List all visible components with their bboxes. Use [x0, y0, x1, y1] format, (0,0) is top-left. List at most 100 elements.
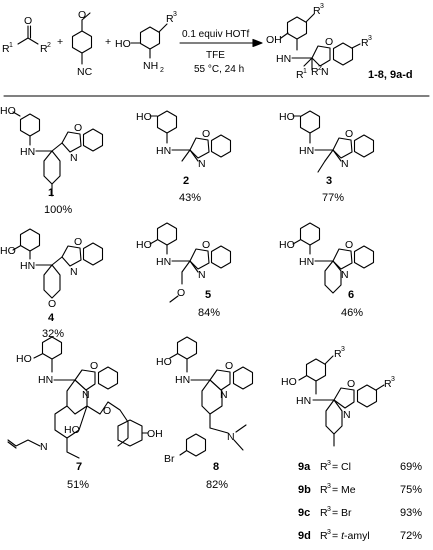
atom-label: O	[225, 360, 233, 372]
superscript: 3	[327, 506, 331, 513]
atom-label: HO	[279, 239, 295, 251]
atom-label: HN	[175, 374, 190, 386]
atom-label: R	[296, 69, 304, 81]
atom-label: O	[74, 236, 82, 248]
atom-label: R	[313, 5, 321, 17]
r-group-symbol: R	[320, 507, 328, 519]
compound-yield: 69%	[400, 461, 422, 473]
atom-label: HO	[0, 105, 16, 117]
atom-label: HN	[156, 145, 171, 157]
atom-label: N	[40, 441, 48, 453]
condition-temperature: 55 °C, 24 h	[194, 64, 244, 75]
reactant-aminophenol: HO NH 2 R 3	[115, 11, 177, 74]
atom-label: R	[311, 66, 319, 78]
atom-label: N	[70, 152, 78, 164]
table-row: 9c R 3 = Br 93%	[298, 506, 422, 519]
atom-label: O	[48, 298, 56, 310]
atom-label: N	[198, 158, 206, 170]
compound-7: HO HN O N O OH HO N 7 51%	[7, 336, 163, 491]
compound-label: 2	[183, 175, 189, 187]
superscript: 3	[320, 3, 324, 10]
atom-label: OH	[266, 34, 282, 46]
r-group-value: = Cl	[332, 461, 351, 473]
table-row: 9d R 3 = t-amyl 72%	[298, 529, 422, 542]
atom-label: R	[334, 348, 342, 360]
condition-solvent: TFE	[206, 50, 225, 61]
atom-label: HO	[136, 239, 152, 251]
compound-yield: 75%	[400, 484, 422, 496]
atom-label: HO	[16, 353, 32, 365]
atom-label: R	[384, 378, 392, 390]
table-row: 9a R 3 = Cl 69%	[298, 460, 422, 473]
atom-label: N	[82, 389, 90, 401]
atom-label: HN	[299, 145, 314, 157]
product-label: 1-8, 9a-d	[368, 69, 413, 81]
reactant-ketone: O R 1 R 2	[2, 15, 51, 55]
compound-label: 9b	[298, 484, 311, 496]
table-row: 9b R 3 = Me 75%	[298, 483, 422, 496]
superscript: 2	[47, 42, 51, 49]
atom-label: N	[70, 266, 78, 278]
atom-label: NC	[77, 66, 93, 78]
compound-9-series: HO R 3 HN O N R 3	[281, 346, 395, 447]
atom-label: HO	[279, 111, 295, 123]
atom-label: N	[321, 66, 329, 78]
atom-label: R	[2, 43, 10, 55]
atom-label: OH	[147, 428, 163, 440]
compound-5: HO HN O O N 5 84%	[136, 222, 232, 319]
atom-label: Br	[164, 453, 175, 465]
compound-8: HO HN O N N Br 8 82%	[156, 336, 254, 491]
r-group-value: = Br	[332, 507, 352, 519]
compound-yield: 100%	[44, 204, 72, 216]
superscript: 1	[9, 42, 13, 49]
atom-label: HO	[136, 111, 152, 123]
atom-label: N	[343, 409, 351, 421]
compound-yield: 51%	[67, 479, 89, 491]
r-group-symbol: R	[320, 530, 328, 542]
atom-label: O	[177, 287, 185, 299]
atom-label: N	[341, 269, 349, 281]
compound-yield: 46%	[341, 307, 363, 319]
condition-catalyst: 0.1 equiv HOTf	[182, 29, 249, 40]
atom-label: O	[325, 36, 333, 48]
superscript: 3	[368, 35, 372, 42]
atom-label: HN	[20, 146, 35, 158]
compound-label: 8	[213, 461, 219, 473]
superscript: 2	[318, 65, 322, 72]
atom-label: R	[40, 43, 48, 55]
atom-label: O	[347, 378, 355, 390]
superscript: 3	[391, 376, 395, 383]
compound-4: HO HN O N O 4 32%	[0, 228, 104, 340]
r-group-symbol: R	[320, 484, 328, 496]
atom-label: HO	[64, 424, 80, 436]
superscript: 3	[173, 11, 177, 18]
atom-label: HO	[115, 38, 131, 50]
atom-label: N	[227, 431, 235, 443]
compound-label: 9d	[298, 530, 311, 542]
compound-yield: 77%	[322, 192, 344, 204]
atom-label: HN	[296, 395, 311, 407]
compound-yield: 72%	[400, 530, 422, 542]
reaction-arrow: 0.1 equiv HOTf TFE 55 °C, 24 h	[179, 29, 263, 75]
compound-label: 3	[326, 175, 332, 187]
atom-label: HO	[0, 245, 16, 257]
superscript: 3	[341, 346, 345, 353]
atom-label: O	[202, 128, 210, 140]
atom-label: HN	[276, 53, 291, 65]
plus-sign: +	[57, 36, 63, 48]
atom-label: HO	[281, 376, 297, 388]
compound-yield: 82%	[206, 479, 228, 491]
compound-label: 7	[76, 461, 82, 473]
superscript: 3	[327, 483, 331, 490]
atom-label: O	[345, 239, 353, 251]
atom-label: HN	[156, 256, 171, 268]
atom-label: O	[345, 128, 353, 140]
product-general: OH R 3 HN O N R 3 R 1 R 2 1-8, 9a-d	[266, 3, 413, 81]
compound-label: 6	[348, 289, 354, 301]
atom-label: HN	[38, 374, 53, 386]
compound-6: HO HN O N 6 46%	[279, 222, 375, 319]
atom-label: R	[361, 37, 369, 49]
atom-label: N	[220, 389, 228, 401]
compound-9-table: 9a R 3 = Cl 69% 9b R 3 = Me 75% 9c R 3 =…	[298, 460, 422, 542]
